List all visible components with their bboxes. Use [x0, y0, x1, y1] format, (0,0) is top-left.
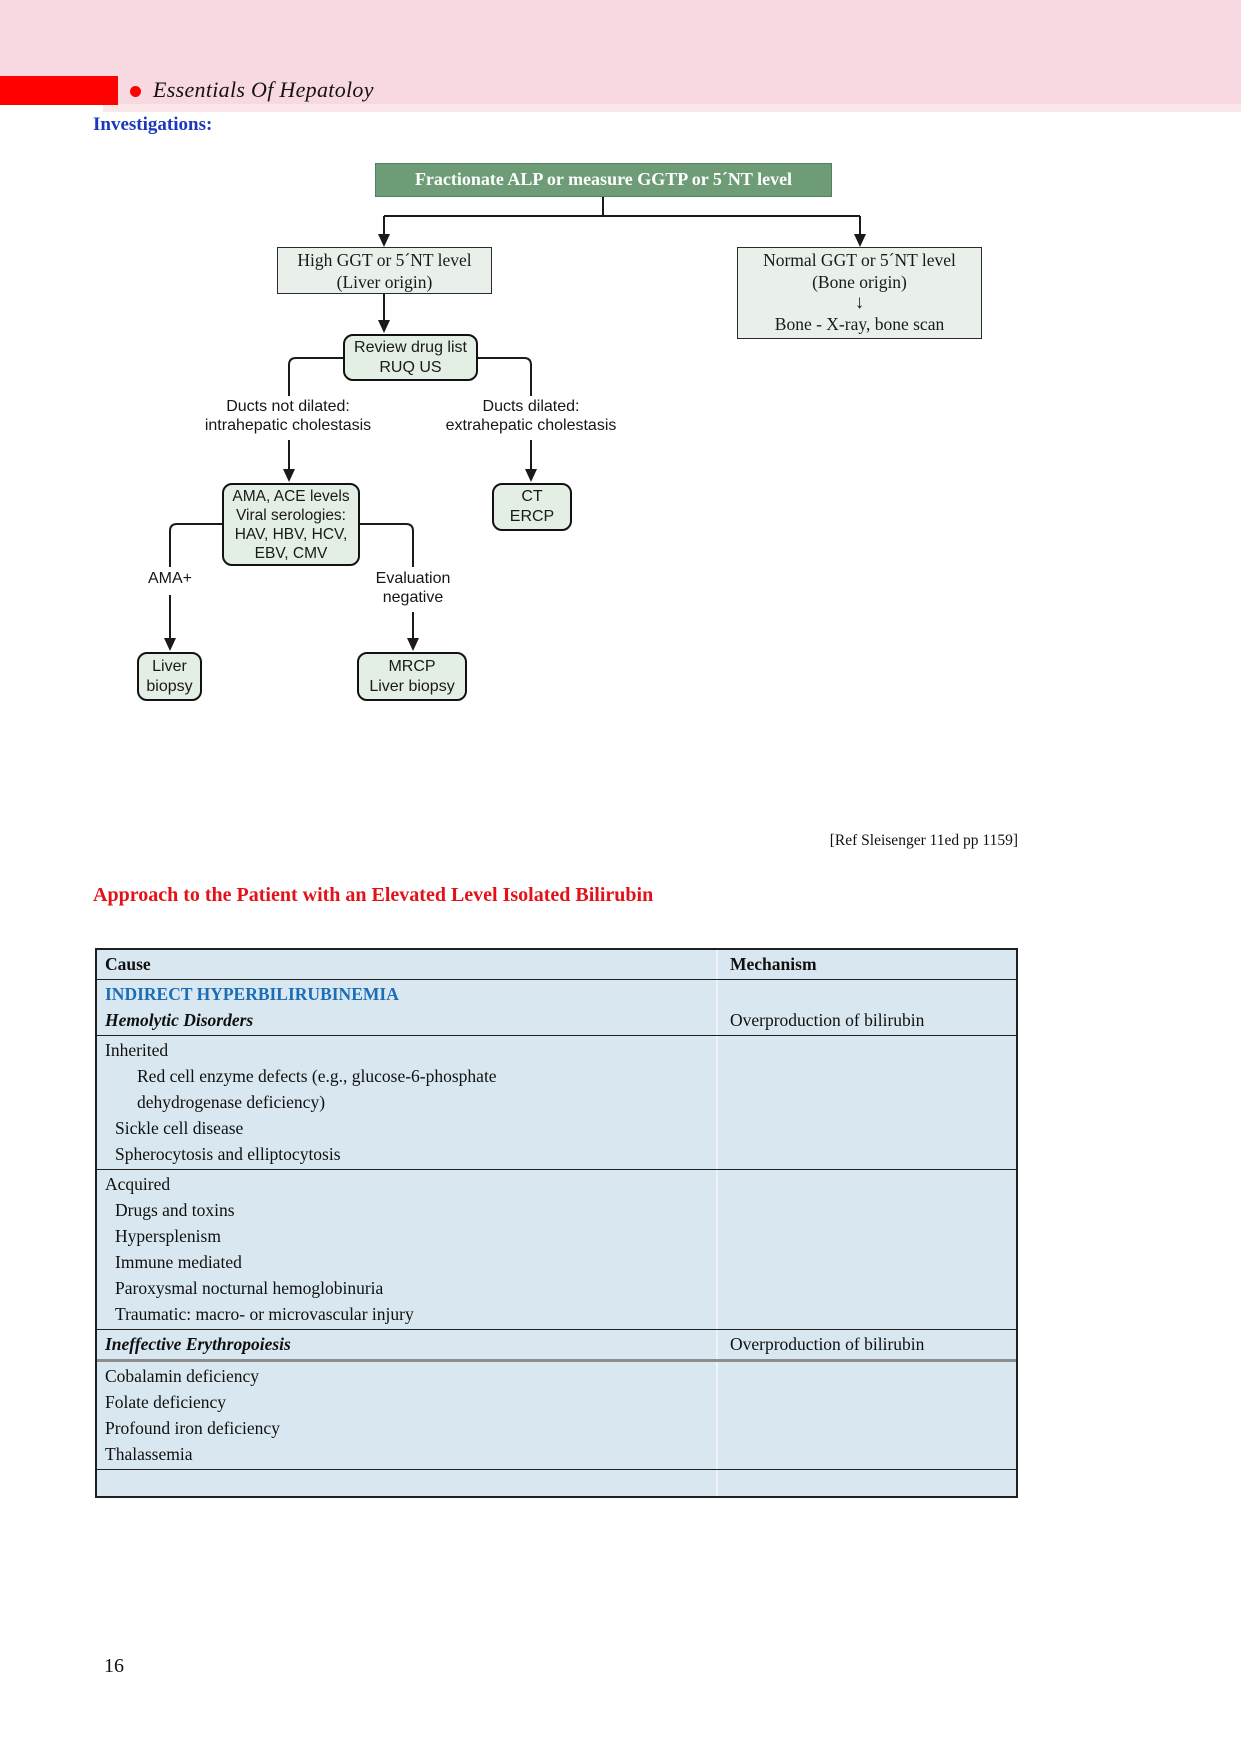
deficiencies-mechanism-cell	[716, 1362, 1016, 1469]
liver-biopsy-line1: Liver	[152, 657, 187, 675]
flow-review-line1: Review drug list	[354, 338, 467, 356]
liver-biopsy-line2: biopsy	[146, 677, 193, 695]
deficiency-item: Profound iron deficiency	[105, 1418, 280, 1438]
inherited-item: Sickle cell disease	[115, 1118, 244, 1138]
ineffective-mechanism-cell: Overproduction of bilirubin	[716, 1330, 1016, 1359]
flow-normal-ggt-line1: Normal GGT or 5´NT level	[763, 250, 956, 270]
reference-citation: [Ref Sleisenger 11ed pp 1159]	[829, 832, 1018, 849]
header-band-strip	[103, 104, 1241, 112]
flow-review-line2: RUQ US	[379, 358, 442, 376]
investigations-heading: Investigations:	[93, 114, 213, 135]
category-mechanism-text: Overproduction of bilirubin	[730, 1010, 925, 1030]
flow-label-ama-plus: AMA+	[147, 570, 192, 587]
flow-high-ggt-line2: (Liver origin)	[336, 272, 433, 292]
table-row-ineffective: Ineffective Erythropoiesis Overproductio…	[97, 1330, 1016, 1362]
acquired-item: Drugs and toxins	[115, 1200, 235, 1220]
table-row-empty	[97, 1470, 1016, 1496]
flowchart-connectors	[164, 197, 866, 651]
acquired-item: Hypersplenism	[115, 1226, 221, 1246]
mrcp-line2: Liver biopsy	[369, 677, 455, 695]
flow-mrcp-box: MRCP Liver biopsy	[357, 652, 467, 701]
acquired-item: Immune mediated	[115, 1252, 242, 1272]
table-row-inherited: Inherited Red cell enzyme defects (e.g.,…	[97, 1036, 1016, 1170]
ineffective-title: Ineffective Erythropoiesis	[105, 1334, 291, 1354]
not-dilated-line1: Ducts not dilated:	[226, 398, 350, 415]
book-title: Essentials Of Hepatoloy	[153, 77, 374, 102]
inherited-item: Red cell enzyme defects (e.g., glucose-6…	[137, 1066, 497, 1086]
flow-ama-ace-box: AMA, ACE levels Viral serologies: HAV, H…	[222, 483, 360, 566]
hemolytic-disorders-label: Hemolytic Disorders	[105, 1010, 254, 1030]
flow-label-dilated: Ducts dilated: extrahepatic cholestasis	[421, 398, 641, 435]
flow-normal-ggt-line3: Bone - X-ray, bone scan	[774, 314, 945, 334]
bullet-icon	[130, 85, 141, 97]
down-arrow-glyph: ↓	[854, 292, 865, 313]
category-mechanism-cell: Overproduction of bilirubin	[716, 980, 1016, 1035]
eval-line1: Evaluation	[375, 570, 451, 587]
ama-box-line2: Viral serologies:	[236, 506, 346, 524]
flow-label-evaluation-negative: Evaluation negative	[353, 570, 473, 607]
inherited-title: Inherited	[105, 1040, 169, 1060]
page-number: 16	[104, 1655, 124, 1677]
ama-box-line4: EBV, CMV	[254, 544, 328, 562]
not-dilated-line2: intrahepatic cholestasis	[204, 416, 372, 434]
flow-high-ggt-line1: High GGT or 5´NT level	[297, 250, 472, 270]
empty-mechanism-cell	[716, 1470, 1016, 1496]
table-row-deficiencies: Cobalamin deficiency Folate deficiency P…	[97, 1362, 1016, 1470]
flow-root-box: Fractionate ALP or measure GGTP or 5´NT …	[375, 163, 832, 197]
table-row-acquired: Acquired Drugs and toxins Hypersplenism …	[97, 1170, 1016, 1330]
bilirubin-table: Cause Mechanism INDIRECT HYPERBILIRUBINE…	[95, 948, 1018, 1498]
inherited-item: dehydrogenase deficiency)	[137, 1092, 326, 1112]
header-cell-cause: Cause	[105, 954, 151, 974]
dilated-line1: Ducts dilated:	[482, 398, 580, 415]
dilated-line2: extrahepatic cholestasis	[445, 416, 617, 434]
flow-liver-biopsy-box: Liver biopsy	[137, 652, 202, 701]
flow-review-box: Review drug list RUQ US	[343, 334, 478, 381]
ama-box-line3: HAV, HBV, HCV,	[234, 525, 348, 543]
deficiency-item: Folate deficiency	[105, 1392, 226, 1412]
ct-line1: CT	[521, 488, 543, 505]
header-cell-mechanism: Mechanism	[716, 950, 1016, 979]
category-cause-cell: INDIRECT HYPERBILIRUBINEMIA Hemolytic Di…	[97, 980, 716, 1035]
deficiency-item: Cobalamin deficiency	[105, 1366, 260, 1386]
deficiencies-cause-cell: Cobalamin deficiency Folate deficiency P…	[97, 1362, 716, 1469]
acquired-title: Acquired	[105, 1174, 171, 1194]
bilirubin-heading: Approach to the Patient with an Elevated…	[93, 884, 654, 906]
eval-line2: negative	[382, 588, 444, 606]
empty-cause-cell	[97, 1470, 716, 1496]
inherited-item: Spherocytosis and elliptocytosis	[115, 1144, 341, 1164]
deficiency-item: Thalassemia	[105, 1444, 193, 1464]
inherited-mechanism-cell	[716, 1036, 1016, 1169]
table-row-category: INDIRECT HYPERBILIRUBINEMIA Hemolytic Di…	[97, 980, 1016, 1036]
header-band: Essentials Of Hepatoloy	[0, 0, 1241, 112]
flow-label-not-dilated: Ducts not dilated: intrahepatic cholesta…	[178, 398, 398, 435]
ama-box-line1: AMA, ACE levels	[232, 487, 350, 505]
acquired-mechanism-cell	[716, 1170, 1016, 1329]
mrcp-line1: MRCP	[388, 657, 436, 675]
table-header-row: Cause Mechanism	[97, 950, 1016, 980]
flow-ct-ercp-box: CT ERCP	[492, 483, 572, 531]
ct-line2: ERCP	[509, 508, 555, 525]
header-red-bar	[0, 76, 118, 105]
flow-normal-ggt-line2: (Bone origin)	[812, 272, 907, 292]
flow-normal-ggt-box: Normal GGT or 5´NT level (Bone origin) ↓…	[737, 247, 982, 339]
acquired-item: Traumatic: macro- or microvascular injur…	[115, 1304, 414, 1324]
acquired-item: Paroxysmal nocturnal hemoglobinuria	[115, 1278, 384, 1298]
acquired-cause-cell: Acquired Drugs and toxins Hypersplenism …	[97, 1170, 716, 1329]
flow-high-ggt-box: High GGT or 5´NT level (Liver origin)	[277, 247, 492, 294]
inherited-cause-cell: Inherited Red cell enzyme defects (e.g.,…	[97, 1036, 716, 1169]
header-title-row: Essentials Of Hepatoloy	[130, 74, 374, 106]
flowchart: Fractionate ALP or measure GGTP or 5´NT …	[0, 150, 1241, 770]
indirect-hyperbilirubinemia-label: INDIRECT HYPERBILIRUBINEMIA	[105, 984, 399, 1004]
